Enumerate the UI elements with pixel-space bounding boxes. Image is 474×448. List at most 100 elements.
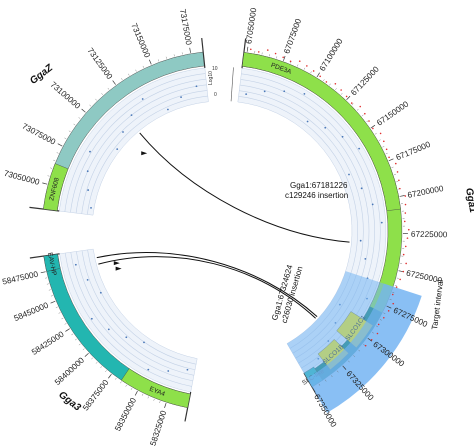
track-data-point — [358, 147, 361, 150]
outer-data-point — [383, 316, 385, 319]
track-gridline — [81, 90, 208, 214]
track-data-point — [371, 203, 374, 206]
minor-tick — [374, 133, 377, 135]
minor-tick — [130, 387, 133, 390]
tick-label-gga1: 67150000 — [375, 99, 410, 127]
minor-tick — [158, 59, 160, 62]
track-data-point — [167, 370, 170, 372]
track-gridline — [81, 250, 196, 371]
minor-tick — [323, 79, 325, 82]
minor-tick — [393, 173, 397, 175]
track-data-point — [86, 279, 89, 281]
minor-tick — [324, 379, 327, 382]
tick-label-gga3: 58375000 — [81, 378, 111, 413]
outer-data-point — [376, 332, 379, 335]
minor-tick — [165, 403, 167, 406]
outer-data-point — [377, 323, 380, 326]
minor-tick — [318, 383, 321, 386]
minor-tick — [64, 323, 67, 325]
minor-tick — [60, 144, 63, 147]
outer-data-point — [405, 262, 407, 265]
outer-data-point — [387, 310, 390, 312]
minor-tick — [45, 183, 48, 185]
outer-data-point — [325, 81, 328, 83]
minor-tick — [91, 357, 93, 360]
minor-tick — [95, 362, 98, 364]
scale-unit-label: Log10 — [208, 71, 214, 85]
minor-tick — [361, 114, 364, 117]
minor-tick — [378, 139, 381, 141]
outer-data-point — [399, 278, 401, 281]
outer-data-point — [385, 148, 388, 151]
tick-label-gga1: 67050000 — [244, 7, 258, 45]
minor-tick — [392, 292, 395, 294]
track-gridline — [87, 249, 197, 365]
track-data-point — [283, 90, 286, 93]
minor-tick — [353, 355, 356, 357]
minor-tick — [105, 370, 107, 373]
gene-block-znf608 — [43, 163, 69, 211]
outer-data-point — [379, 132, 382, 135]
tick-label-ggaz: 73075000 — [21, 122, 58, 147]
track-data-point — [186, 368, 189, 371]
minor-tick — [396, 277, 399, 279]
tick-label-gga3: 58325000 — [149, 409, 169, 447]
minor-tick — [297, 64, 299, 67]
minor-tick — [68, 130, 71, 133]
minor-tick — [136, 390, 138, 393]
outer-data-point — [399, 187, 401, 190]
track-gridline — [76, 251, 195, 376]
track-data-point — [90, 207, 92, 209]
target-interval-region — [287, 271, 422, 413]
track-data-point — [167, 108, 169, 111]
track-data-point — [125, 336, 128, 339]
outer-data-point — [319, 75, 321, 78]
minor-tick — [312, 387, 314, 390]
minor-tick — [89, 104, 92, 107]
minor-tick — [53, 301, 56, 303]
tick-label-gga1: 67200000 — [407, 184, 445, 200]
minor-tick — [391, 166, 394, 168]
outer-data-point — [398, 179, 400, 182]
minor-tick — [73, 123, 76, 126]
minor-tick — [336, 370, 339, 373]
minor-tick — [346, 98, 349, 100]
tick-label-gga1: 67100000 — [318, 37, 345, 73]
minor-tick — [58, 312, 61, 314]
outer-data-point — [306, 65, 308, 67]
outer-data-point — [345, 95, 348, 98]
segment-boundary — [201, 38, 206, 68]
track-data-point — [303, 92, 306, 95]
outer-data-point — [282, 56, 284, 59]
minor-tick — [125, 384, 127, 387]
track-data-point — [130, 114, 133, 117]
minor-tick — [389, 299, 392, 301]
minor-tick — [372, 331, 374, 334]
minor-tick — [268, 54, 270, 57]
track-data-point — [122, 131, 124, 133]
minor-tick — [366, 120, 369, 123]
outer-data-point — [407, 228, 410, 231]
minor-tick — [276, 56, 278, 59]
outer-data-point — [388, 156, 390, 159]
track-gridline — [75, 84, 207, 214]
minor-tick — [329, 83, 331, 86]
outer-data-point — [334, 82, 337, 85]
track-data-point — [87, 189, 90, 191]
outer-data-point — [289, 60, 292, 63]
track-gridline — [70, 252, 193, 382]
outer-data-point — [404, 245, 407, 248]
outer-data-point — [394, 162, 397, 165]
outer-data-point — [396, 171, 399, 173]
minor-tick — [303, 67, 306, 70]
track-data-point — [359, 239, 362, 242]
link-gga3-to-gga1-b — [98, 256, 316, 319]
minor-tick — [388, 159, 391, 161]
minor-tick — [53, 159, 56, 162]
chromosome-label-gga3: Gga3 — [56, 389, 83, 413]
minor-tick — [147, 396, 149, 399]
minor-tick — [316, 75, 319, 78]
tick-label-gga1: 67075000 — [282, 17, 303, 55]
track-data-point — [360, 187, 363, 190]
